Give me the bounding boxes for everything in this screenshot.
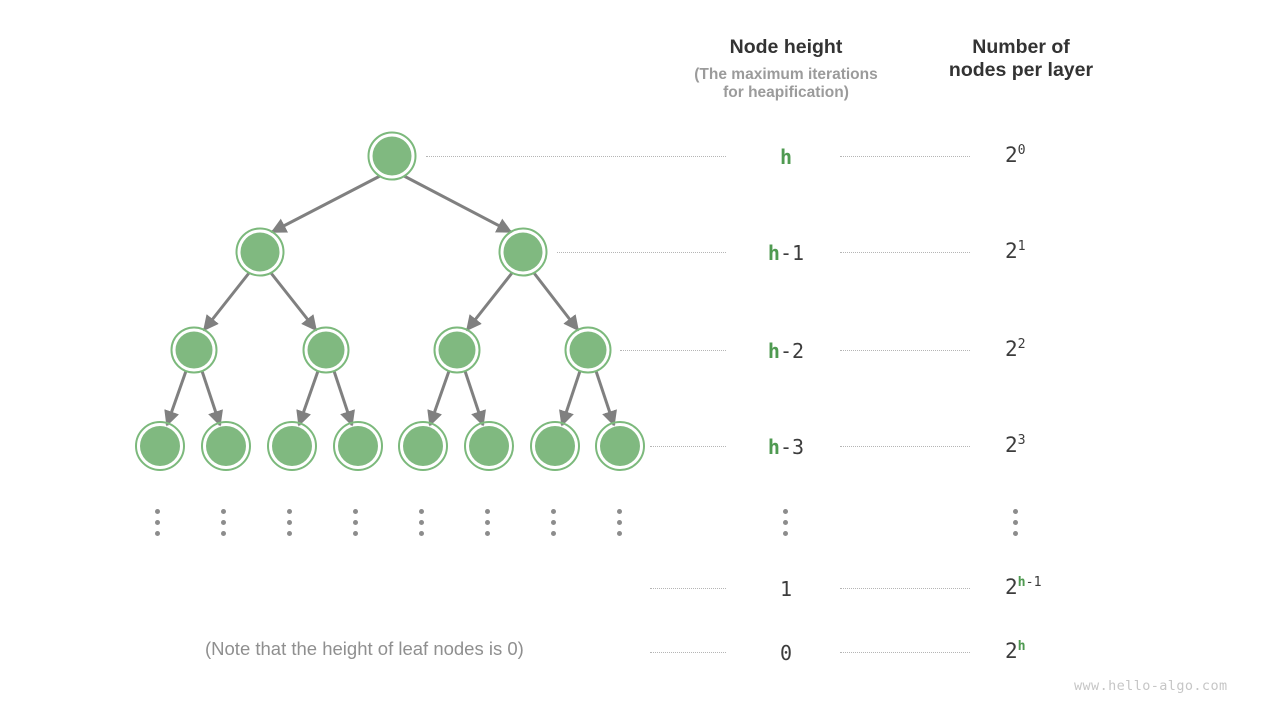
count-exponent-rest: 2 [1017, 337, 1026, 352]
tree-nodes [135, 131, 645, 471]
height-variable: h [779, 145, 793, 169]
column-subtitle-line-1: (The maximum iterations [694, 66, 878, 83]
leader-line-note-to-height [650, 652, 726, 654]
leader-line-height-to-count [840, 652, 970, 654]
tree-node [564, 326, 612, 374]
tree-ellipsis [419, 509, 425, 536]
tree-ellipsis [617, 509, 623, 536]
column-header-node-count: Number of nodes per layer [921, 36, 1121, 82]
column-subtitle-line-2: for heapification) [723, 84, 849, 102]
tree-node [267, 421, 317, 471]
node-count-value: 2h-1 [1005, 575, 1125, 599]
tree-node [201, 421, 251, 471]
tree-node [530, 421, 580, 471]
height-value: 0 [726, 641, 846, 665]
tree-node [302, 326, 350, 374]
tree-node [433, 326, 481, 374]
height-offset: 1 [779, 577, 793, 601]
tree-ellipsis [551, 509, 557, 536]
node-count-value: 22 [1005, 337, 1125, 361]
tree-node [367, 131, 417, 181]
tree-ellipsis [155, 509, 161, 536]
node-count-value: 20 [1005, 143, 1125, 167]
tree-node [498, 227, 548, 277]
height-value: h-1 [726, 241, 846, 265]
tree-edges [164, 174, 617, 427]
height-value: h-2 [726, 339, 846, 363]
tree-node [595, 421, 645, 471]
column-title-node-height: Node height [729, 36, 843, 58]
leader-line-tree-to-height [557, 252, 726, 254]
height-value: 1 [726, 577, 846, 601]
leader-line-height-to-count [840, 252, 970, 254]
height-column-ellipsis [783, 509, 789, 536]
column-title-node-count-line-2: nodes per layer [948, 59, 1094, 81]
node-count-value: 23 [1005, 433, 1125, 457]
count-exponent-rest: -1 [1025, 575, 1042, 590]
count-base: 2 [1005, 575, 1018, 599]
leader-line-tree-to-height [620, 350, 726, 352]
height-value: h-3 [726, 435, 846, 459]
tree-node [135, 421, 185, 471]
column-title-node-count-line-1: Number of [972, 36, 1070, 58]
leader-line-tree-to-height [650, 446, 726, 448]
leaf-height-note: (Note that the height of leaf nodes is 0… [205, 638, 524, 659]
height-variable: h [767, 241, 780, 265]
leader-line-height-to-count [840, 156, 970, 158]
leader-line-height-to-count [840, 446, 970, 448]
count-base: 2 [1005, 143, 1018, 167]
height-variable: h [767, 339, 780, 363]
leader-line-height-to-count [840, 588, 970, 590]
tree-node [170, 326, 218, 374]
node-count-value: 21 [1005, 239, 1125, 263]
count-column-ellipsis [1013, 509, 1019, 536]
tree-node [235, 227, 285, 277]
column-subtitle-node-height: (The maximum iterations for heapificatio… [646, 66, 926, 103]
count-exponent-variable: h [1017, 575, 1026, 590]
count-exponent-rest: 1 [1017, 239, 1026, 254]
count-base: 2 [1005, 433, 1018, 457]
tree-node [333, 421, 383, 471]
tree-ellipsis [353, 509, 359, 536]
count-base: 2 [1005, 639, 1018, 663]
leader-line-tree-to-height [650, 588, 726, 590]
height-offset: -3 [779, 435, 805, 459]
count-exponent-variable: h [1017, 639, 1026, 654]
count-exponent-rest: 0 [1017, 143, 1026, 158]
leader-line-tree-to-height [426, 156, 726, 158]
leader-line-height-to-count [840, 350, 970, 352]
column-header-node-height: Node height (The maximum iterations for … [646, 36, 926, 103]
height-offset: 0 [779, 641, 793, 665]
height-offset: -2 [779, 339, 805, 363]
node-count-value: 2h [1005, 639, 1125, 663]
tree-ellipsis [485, 509, 491, 536]
height-offset: -1 [779, 241, 805, 265]
tree-node [398, 421, 448, 471]
count-exponent-rest: 3 [1017, 433, 1026, 448]
count-base: 2 [1005, 337, 1018, 361]
height-variable: h [767, 435, 780, 459]
tree-ellipsis [221, 509, 227, 536]
height-value: h [726, 145, 846, 169]
tree-node [464, 421, 514, 471]
watermark: www.hello-algo.com [1074, 678, 1228, 694]
count-base: 2 [1005, 239, 1018, 263]
tree-ellipsis [287, 509, 293, 536]
